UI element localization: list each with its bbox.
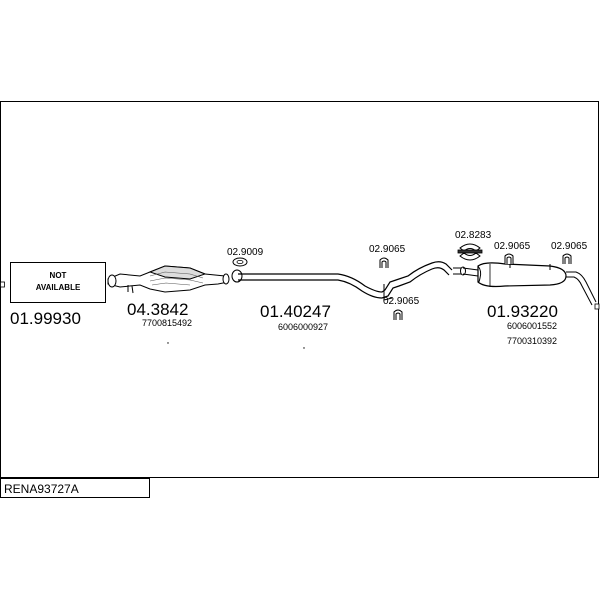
catalyst-code: 04.3842 [127, 300, 188, 319]
gasket-code: 02.9009 [227, 247, 264, 258]
not-available-box [10, 262, 106, 303]
clamp-collar [460, 266, 466, 276]
rubber-1-code: 02.9065 [369, 244, 406, 255]
diagram-frame [0, 101, 599, 478]
gasket-part[interactable] [231, 257, 248, 283]
catalyst-hatching [149, 271, 204, 286]
not-available-part[interactable]: NOT AVAILABLE 01.99930 [10, 262, 106, 329]
rubber-mount-2[interactable] [393, 309, 403, 320]
edge-marker-right [594, 303, 600, 310]
catalyst-dot [167, 342, 169, 344]
rear-silencer-oem-2: 7700310392 [507, 336, 557, 346]
silencer-tailpipe [566, 271, 597, 306]
pipe-flange-front [231, 269, 243, 283]
catalyst-oem: 7700815492 [142, 318, 192, 328]
front-pipe-dot [303, 347, 305, 349]
front-pipe-oem: 6006000927 [278, 322, 328, 332]
catalyst-shell-top [148, 265, 207, 280]
reference-label: RENA93727A [4, 482, 79, 496]
not-available-code: 01.99930 [10, 309, 81, 328]
rubber-4-code: 02.9065 [551, 241, 588, 252]
catalyst-bracket [127, 285, 134, 294]
clamp-part[interactable] [453, 243, 483, 276]
not-available-line2: AVAILABLE [36, 283, 81, 292]
clamp-bottom-icon [459, 252, 481, 261]
catalyst-part[interactable] [107, 265, 230, 294]
front-pipe-bracket [383, 284, 393, 301]
rubber-mount-3[interactable] [504, 253, 514, 264]
silencer-inlet [462, 267, 479, 277]
rear-silencer-code: 01.93220 [487, 302, 558, 321]
rubber-4-icon [562, 253, 572, 264]
rubber-mount-1[interactable] [379, 257, 389, 268]
catalyst-flange-front [107, 274, 117, 288]
rubber-mount-4[interactable] [562, 253, 572, 264]
front-pipe-upper [238, 261, 453, 293]
catalyst-flange-rear [222, 273, 230, 285]
front-pipe-code: 01.40247 [260, 302, 331, 321]
rubber-1-icon [379, 257, 389, 268]
edge-marker-left [0, 281, 5, 288]
silencer-front-end [477, 265, 482, 283]
clamp-bolt [457, 249, 483, 254]
clamp-code: 02.8283 [455, 230, 492, 241]
rubber-3-icon [504, 253, 514, 264]
rubber-3-code: 02.9065 [494, 241, 531, 252]
rear-silencer-oem-1: 6006001552 [507, 321, 557, 331]
reference-box [0, 478, 150, 498]
front-pipe-part[interactable] [238, 261, 453, 301]
silencer-body [477, 262, 567, 288]
rear-silencer-part[interactable] [462, 262, 597, 306]
front-pipe-lower [238, 267, 450, 299]
gasket-hole [236, 259, 244, 264]
not-available-line1: NOT [50, 271, 67, 280]
rubber-2-code: 02.9065 [383, 296, 420, 307]
rubber-2-icon [393, 309, 403, 320]
